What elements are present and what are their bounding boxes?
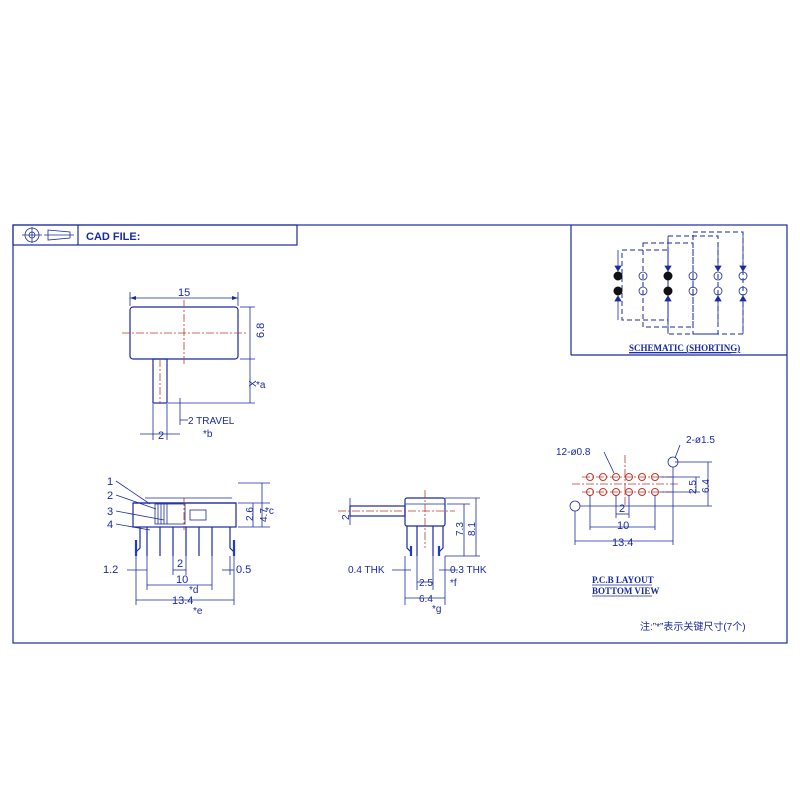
top-view: 15 6.8 X *a 2 2 TRAVEL *b — [122, 287, 267, 442]
dim-2-6: 2.6 — [245, 507, 256, 521]
callout-4: 4 — [107, 519, 113, 531]
pcb-dim-64: 6.4 — [701, 479, 712, 493]
pcb-dim-10: 10 — [617, 520, 629, 532]
dim-13-4-note: *e — [193, 606, 203, 617]
pcb-dim-134: 13.4 — [612, 537, 633, 549]
side-pins — [406, 526, 444, 556]
pcb-holes-label: 12-ø0.8 — [556, 447, 591, 458]
dim-travel: 2 TRAVEL — [188, 416, 235, 427]
dim-10: 10 — [176, 574, 188, 586]
dim-width-15: 15 — [178, 287, 190, 299]
dim-height-6-8: 6.8 — [255, 323, 267, 338]
side-view: 2 7.3 8.1 0.4 THK 2.5 *f 0.3 THK 6.4 *g — [338, 490, 487, 615]
dim-25-note: *f — [450, 578, 457, 589]
callout-3: 3 — [107, 506, 113, 518]
dim-4-7-note: *c — [265, 506, 274, 517]
dim-13-4: 13.4 — [172, 595, 193, 607]
dim-0-5: 0.5 — [236, 564, 251, 576]
mount-hole-left — [569, 500, 581, 512]
dim-10-note: *d — [189, 585, 198, 596]
pcb-caption-2: BOTTOM VIEW — [592, 586, 659, 596]
schematic-block: SCHEMATIC (SHORTING) — [570, 225, 787, 356]
dim-7-3: 7.3 — [455, 522, 466, 536]
pcb-layout: 12-ø0.8 2-ø1.5 2.5 6.4 2 10 13.4 P.C.B L… — [556, 435, 715, 597]
pcb-mount-label: 2-ø1.5 — [686, 435, 715, 446]
dim-04-thk: 0.4 THK — [348, 565, 385, 576]
pcb-dim-2: 2 — [619, 503, 625, 515]
dim-travel-note: *b — [203, 429, 213, 440]
dim-x: X — [248, 380, 259, 387]
dim-64: 6.4 — [419, 594, 433, 605]
callout-2: 2 — [107, 490, 113, 502]
dim-4-7: 4.7 — [259, 508, 270, 522]
sheet-border — [12, 224, 788, 644]
dim-25: 2.5 — [419, 578, 433, 589]
title-block: CAD FILE: — [12, 224, 298, 246]
pcb-dim-25: 2.5 — [688, 480, 699, 494]
dim-03-thk: 0.3 THK — [450, 565, 487, 576]
dim-64-note: *g — [432, 604, 441, 615]
dim-1-2: 1.2 — [103, 564, 118, 576]
cad-file-label: CAD FILE: — [86, 231, 140, 243]
dim-side-2: 2 — [341, 514, 352, 520]
contact-row-2 — [613, 286, 748, 296]
dim-actuator-2: 2 — [158, 430, 164, 442]
pcb-caption-1: P.C.B LAYOUT — [592, 575, 654, 585]
front-pins — [135, 527, 235, 556]
dim-2: 2 — [177, 558, 183, 570]
dim-8-1: 8.1 — [467, 522, 478, 536]
schematic-caption: SCHEMATIC (SHORTING) — [629, 343, 740, 353]
contact-row-1 — [613, 271, 748, 281]
dim-x-note: *a — [256, 380, 266, 391]
key-dimension-note: 注:”*”表示关键尺寸(7个) — [640, 620, 746, 633]
front-view: 1 2 3 4 2.6 4.7 *c 1.2 2 0.5 10 *d 13.4 … — [103, 476, 274, 617]
projection-symbol-icon — [22, 227, 74, 243]
callout-1: 1 — [107, 476, 113, 488]
